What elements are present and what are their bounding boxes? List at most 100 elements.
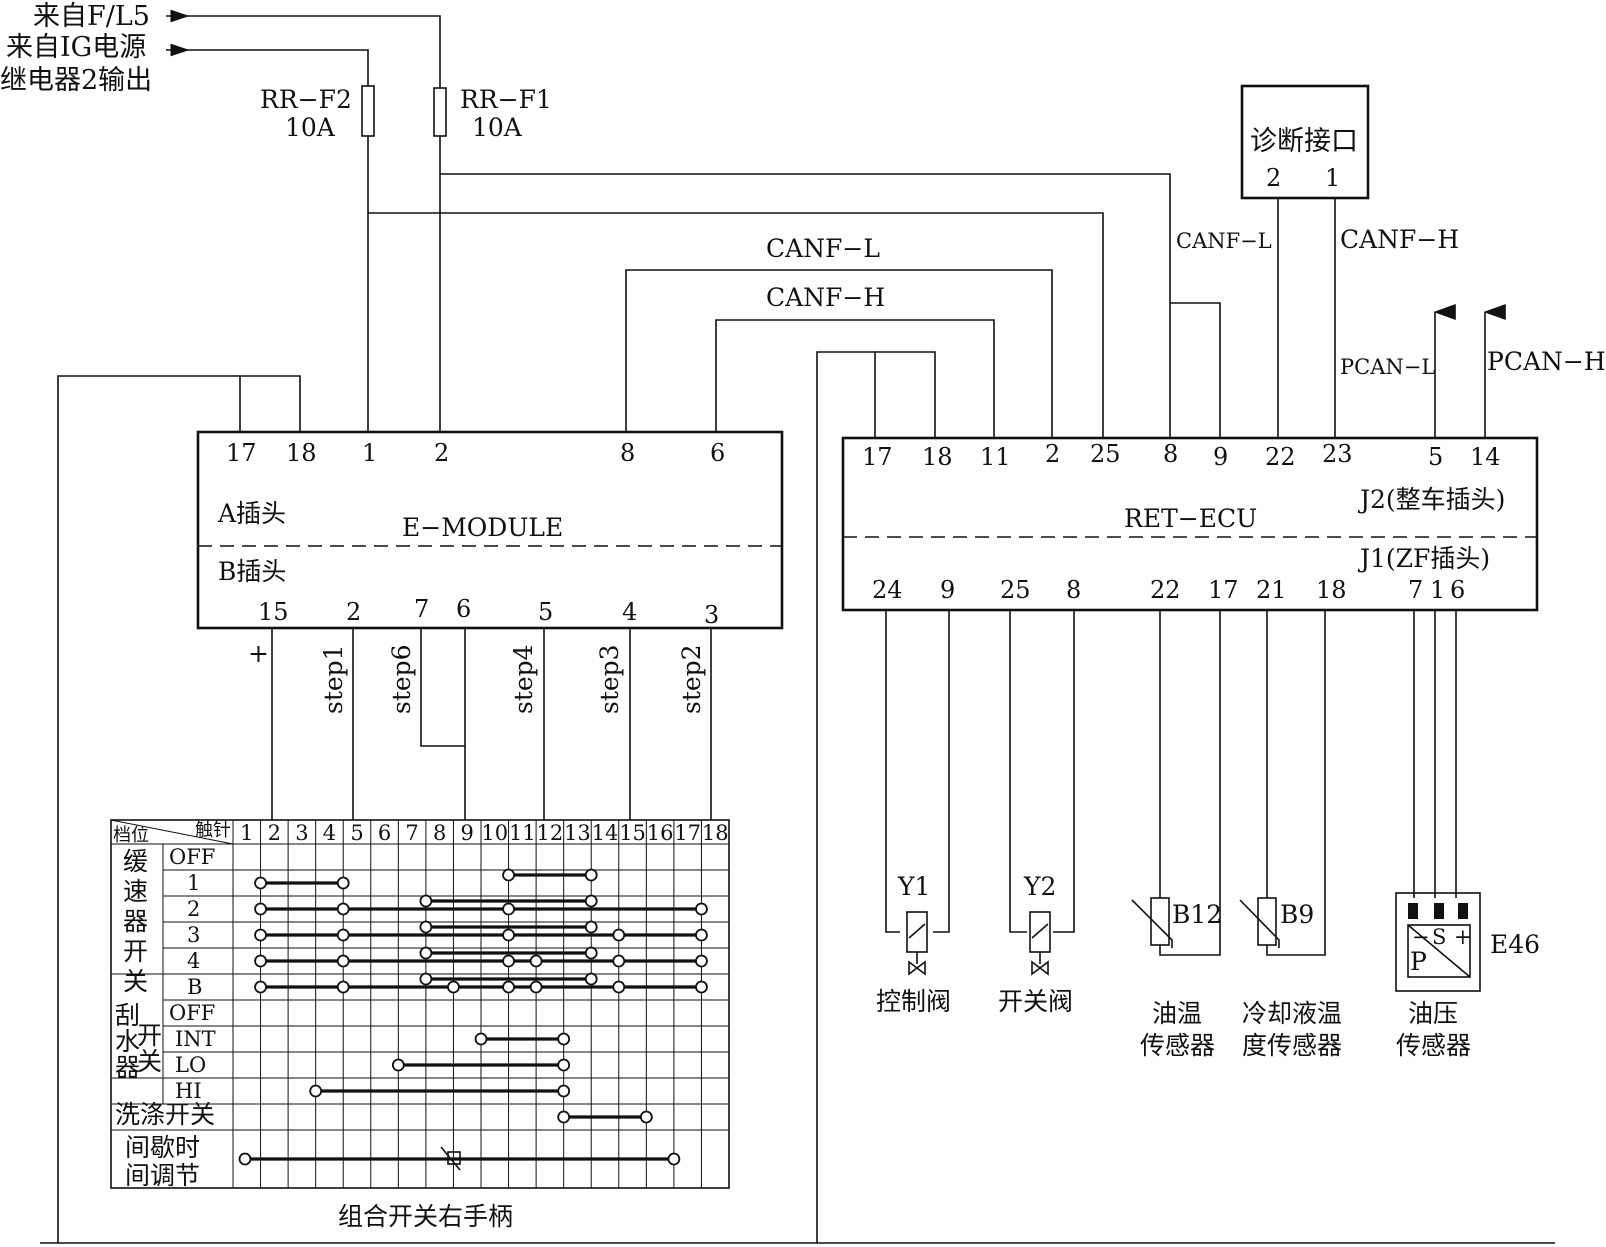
ecu-j1-pin-7: 7 xyxy=(1408,576,1423,604)
contact-dot xyxy=(254,902,267,916)
group-interval-label-2: 间调节 xyxy=(125,1161,200,1190)
contact-dot xyxy=(612,980,626,994)
table-col-header: 4 xyxy=(323,821,336,845)
switch-table-caption: 组合开关右手柄 xyxy=(338,1202,513,1231)
row-label: INT xyxy=(175,1027,216,1051)
contact-dot xyxy=(584,920,598,934)
e46-body xyxy=(1395,892,1481,992)
emod-b-pin-5: 5 xyxy=(538,598,553,626)
group-wiper-char: 器 xyxy=(115,1053,140,1082)
emod-a-pin-17: 17 xyxy=(226,439,257,467)
row-label: B xyxy=(187,975,202,999)
contact-dot xyxy=(695,928,708,942)
e46-pin-b xyxy=(1434,903,1444,919)
wire-fl5 xyxy=(188,15,441,88)
y2-id: Y2 xyxy=(1023,872,1056,901)
label-pcan-l: PCAN−L xyxy=(1340,355,1435,379)
wire-y1-b xyxy=(933,610,950,933)
fuse-rr-f2 xyxy=(361,85,375,137)
plus-sign: + xyxy=(248,639,269,668)
contact-dot xyxy=(254,928,267,942)
ecu-name: RET−ECU xyxy=(1124,504,1257,533)
table-col-header: 12 xyxy=(537,821,564,845)
row-label: OFF xyxy=(169,1001,215,1025)
wire-emod17-ground xyxy=(57,375,240,1243)
b9-id: B9 xyxy=(1280,900,1314,929)
wire-ig xyxy=(188,49,369,86)
contact-dot xyxy=(502,902,515,916)
e46-label-1: 油压 xyxy=(1408,999,1458,1028)
input-from-ig-1: 来自IG电源 xyxy=(6,32,146,63)
corner-left-label: 档位 xyxy=(113,825,149,846)
b12-label-2: 传感器 xyxy=(1140,1031,1215,1060)
group-wiper-sub-char: 关 xyxy=(137,1047,162,1076)
label-canf-l-top: CANF−L xyxy=(766,234,880,263)
wire-ecu17-ground xyxy=(816,351,875,1243)
group-retarder-char: 关 xyxy=(123,967,148,996)
row-label: 4 xyxy=(187,949,200,973)
row-label: LO xyxy=(175,1053,206,1077)
wire-y1-a xyxy=(885,610,900,933)
table-col-header: 5 xyxy=(350,821,363,845)
table-col-header: 9 xyxy=(461,821,474,845)
label-canf-h-top: CANF−H xyxy=(766,283,885,312)
contact-dot xyxy=(667,1152,681,1166)
ecu-j2-pin-5: 5 xyxy=(1428,443,1443,471)
contact-dot xyxy=(612,928,626,942)
corner-right-label: 触针 xyxy=(195,820,231,841)
step6-label: step6 xyxy=(387,644,416,714)
emod-a-pin-18: 18 xyxy=(286,439,317,467)
b12-label-1: 油温 xyxy=(1152,999,1202,1028)
diag-port-title: 诊断接口 xyxy=(1250,126,1358,157)
emod-a-pin-1: 1 xyxy=(362,439,377,467)
contact-dot xyxy=(254,980,267,994)
contact-dot xyxy=(419,972,433,986)
wire-canf-h xyxy=(715,319,995,438)
contact-dot xyxy=(529,980,543,994)
contact-dot xyxy=(447,980,460,994)
table-col-header: 14 xyxy=(592,821,619,845)
ecu-j1-label: J1(ZF插头) xyxy=(1357,544,1490,573)
contact-dot xyxy=(336,928,350,942)
label-canf-l-diag: CANF−L xyxy=(1176,229,1272,253)
thermistor-icon-b12 xyxy=(1131,899,1173,948)
fuse-rr-f1 xyxy=(433,87,447,137)
e46-pin-a xyxy=(1408,903,1418,919)
input-from-fl5: 来自F/L5 xyxy=(33,1,150,32)
ecu-j2-pin-22: 22 xyxy=(1265,443,1296,471)
table-col-header: 6 xyxy=(378,821,391,845)
contact-dot xyxy=(502,868,515,882)
wire-ecu-17-18 xyxy=(874,351,936,438)
e46-p: P xyxy=(1410,947,1427,976)
ecu-j2-pin-14: 14 xyxy=(1470,443,1501,471)
contact-dot xyxy=(474,1032,488,1046)
valve-icon-y2 xyxy=(1031,960,1049,976)
contact-dot xyxy=(502,980,515,994)
ecu-j2-pin-8: 8 xyxy=(1163,440,1178,468)
row-label: 2 xyxy=(187,897,200,921)
step3-label: step3 xyxy=(595,644,624,714)
ecu-j1-pin-24: 24 xyxy=(872,576,903,604)
contact-dot xyxy=(529,954,543,968)
wire-y2-b xyxy=(1053,610,1075,933)
contact-dot xyxy=(336,980,350,994)
contact-dot xyxy=(584,868,598,882)
row-label: 3 xyxy=(187,923,200,947)
group-retarder-char: 缓 xyxy=(123,847,148,876)
fuse-rr-f1-rating: 10A xyxy=(472,113,523,142)
ecu-j1-pin-18: 18 xyxy=(1316,576,1347,604)
contact-dot xyxy=(502,954,515,968)
y1-coil-mark xyxy=(908,923,926,939)
ecu-j1-pin-22: 22 xyxy=(1150,576,1181,604)
b9-thermistor xyxy=(1257,897,1277,946)
table-col-header: 17 xyxy=(674,821,701,845)
table-col-header: 7 xyxy=(405,821,418,845)
emod-b-pin-15: 15 xyxy=(258,598,289,626)
ecu-j2-pin-17: 17 xyxy=(862,443,893,471)
contact-dot xyxy=(419,946,433,960)
label-pcan-h: PCAN−H xyxy=(1487,347,1606,376)
emod-b-pin-2: 2 xyxy=(346,598,361,626)
wire-b12-b xyxy=(1159,610,1221,956)
thermistor-icon-b9 xyxy=(1239,899,1280,948)
